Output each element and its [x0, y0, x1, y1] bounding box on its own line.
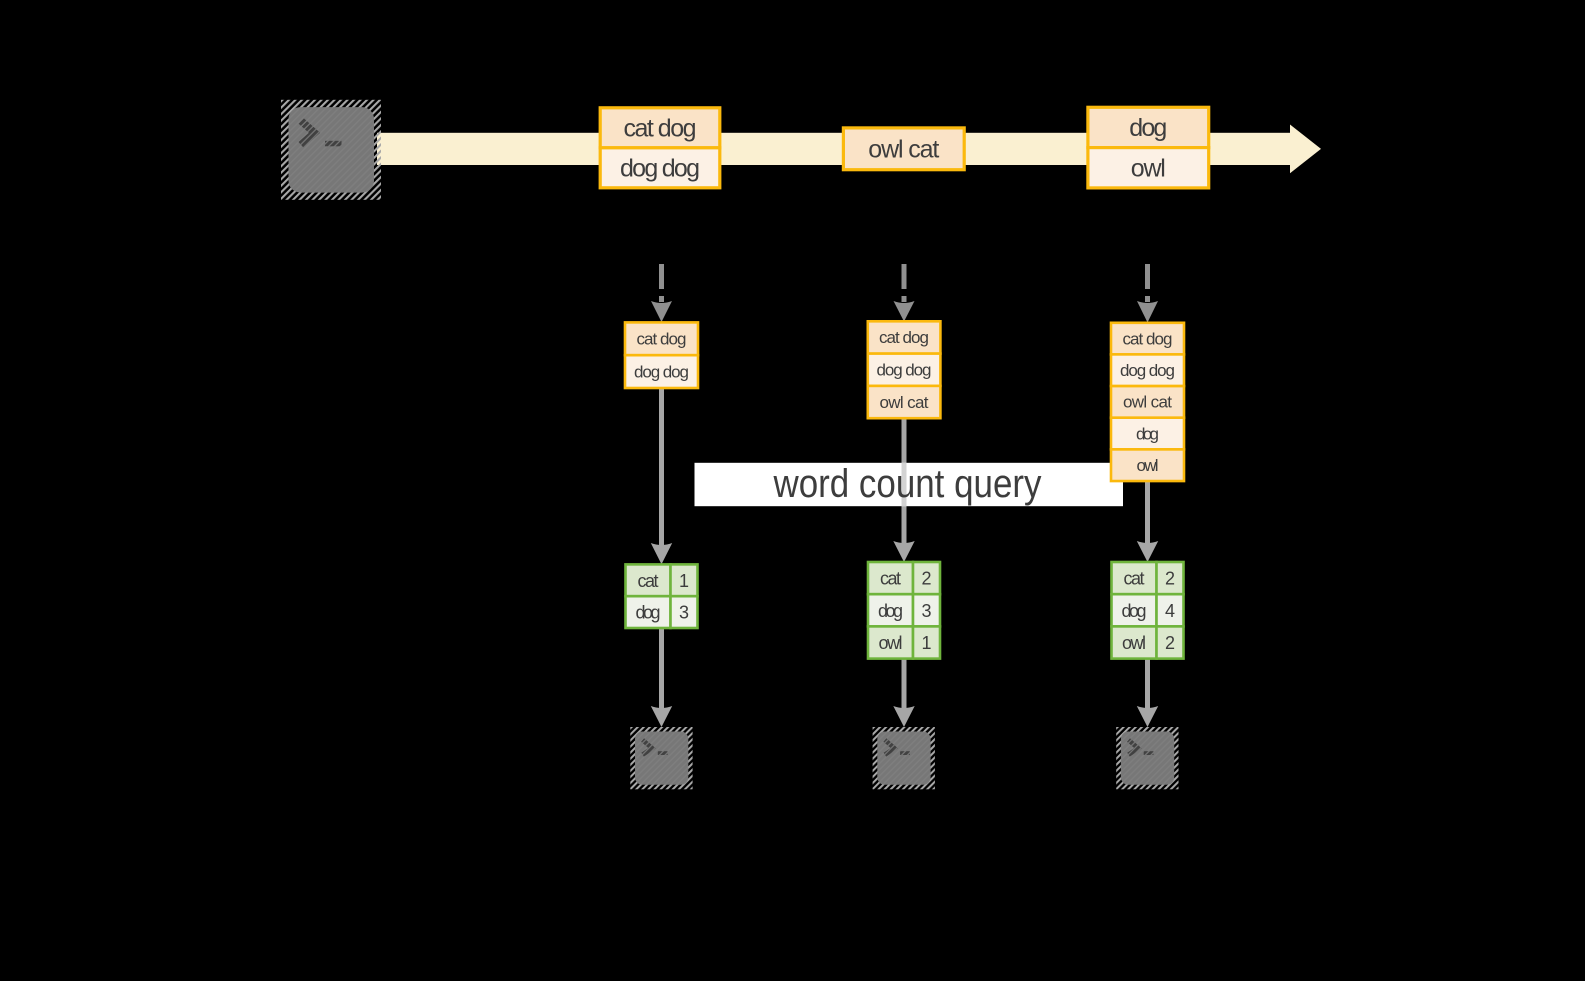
svg-text:dog: dog — [1122, 601, 1147, 621]
svg-text:3: 3 — [921, 601, 931, 621]
svg-text:cat: cat — [638, 571, 659, 591]
svg-text:2: 2 — [1165, 569, 1175, 589]
svg-text:word count query: word count query — [773, 462, 1042, 506]
svg-text:dog: dog — [636, 603, 661, 623]
svg-text:2: 2 — [921, 569, 931, 589]
svg-text:dog: dog — [1136, 424, 1159, 443]
svg-text:cat: cat — [880, 569, 901, 589]
svg-text:owl: owl — [879, 633, 903, 653]
svg-text:dog dog: dog dog — [877, 361, 932, 380]
svg-text:dog: dog — [878, 601, 903, 621]
svg-text:owl cat: owl cat — [880, 393, 929, 412]
svg-text:cat dog: cat dog — [1123, 329, 1173, 348]
svg-text:dog dog: dog dog — [620, 155, 700, 183]
svg-text:owl: owl — [1137, 456, 1159, 475]
svg-text:1: 1 — [921, 633, 931, 653]
svg-text:dog dog: dog dog — [634, 362, 689, 381]
svg-text:owl: owl — [1131, 154, 1166, 182]
svg-text:cat dog: cat dog — [624, 115, 697, 143]
svg-text:1: 1 — [679, 571, 689, 591]
svg-text:owl cat: owl cat — [868, 136, 939, 164]
svg-text:4: 4 — [1165, 601, 1175, 621]
svg-text:2: 2 — [1165, 633, 1175, 653]
svg-text:dog dog: dog dog — [1120, 361, 1175, 380]
svg-text:cat: cat — [1124, 569, 1145, 589]
svg-text:cat dog: cat dog — [879, 328, 929, 347]
svg-text:owl: owl — [1122, 633, 1146, 653]
svg-text:owl cat: owl cat — [1123, 393, 1172, 412]
svg-text:cat dog: cat dog — [637, 330, 687, 349]
svg-text:3: 3 — [679, 603, 689, 623]
svg-text:dog: dog — [1129, 114, 1167, 142]
